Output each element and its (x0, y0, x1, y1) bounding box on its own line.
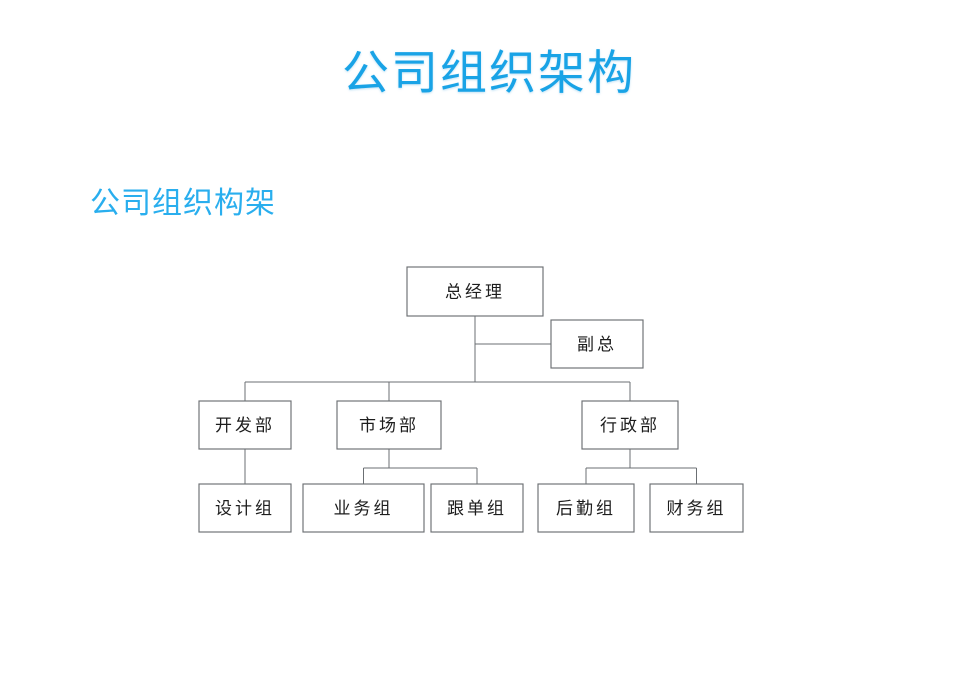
org-node-box (581, 400, 679, 450)
org-node-label: 开发部 (215, 416, 275, 436)
org-node-design[interactable]: 设计组 (198, 483, 292, 533)
org-node-business[interactable]: 业务组 (302, 483, 425, 533)
org-node-logistics[interactable]: 后勤组 (537, 483, 635, 533)
org-node-box (550, 319, 644, 369)
org-node-box (406, 266, 544, 317)
org-node-label: 总经理 (445, 283, 505, 303)
org-node-label: 业务组 (334, 499, 394, 519)
org-node-label: 市场部 (359, 416, 419, 436)
page-title: 公司组织架构 (342, 46, 636, 101)
org-node-label: 财务组 (667, 499, 727, 519)
org-node-admin[interactable]: 行政部 (581, 400, 679, 450)
org-node-label: 行政部 (600, 416, 660, 436)
org-node-deputy[interactable]: 副总 (550, 319, 644, 369)
section-subtitle: 公司组织构架 (90, 186, 276, 221)
org-node-box (537, 483, 635, 533)
org-chart-connectors (244, 316, 698, 484)
org-node-box (649, 483, 744, 533)
org-node-gm[interactable]: 总经理 (406, 266, 544, 317)
org-node-box (430, 483, 524, 533)
org-node-label: 跟单组 (447, 499, 507, 519)
org-node-box (198, 483, 292, 533)
org-node-box (198, 400, 292, 450)
org-node-finance[interactable]: 财务组 (649, 483, 744, 533)
org-node-label: 副总 (577, 335, 617, 355)
org-node-market[interactable]: 市场部 (336, 400, 442, 450)
org-node-label: 后勤组 (556, 499, 616, 519)
org-node-followup[interactable]: 跟单组 (430, 483, 524, 533)
org-node-box (302, 483, 425, 533)
org-node-box (336, 400, 442, 450)
org-node-dev[interactable]: 开发部 (198, 400, 292, 450)
org-node-label: 设计组 (215, 499, 275, 519)
